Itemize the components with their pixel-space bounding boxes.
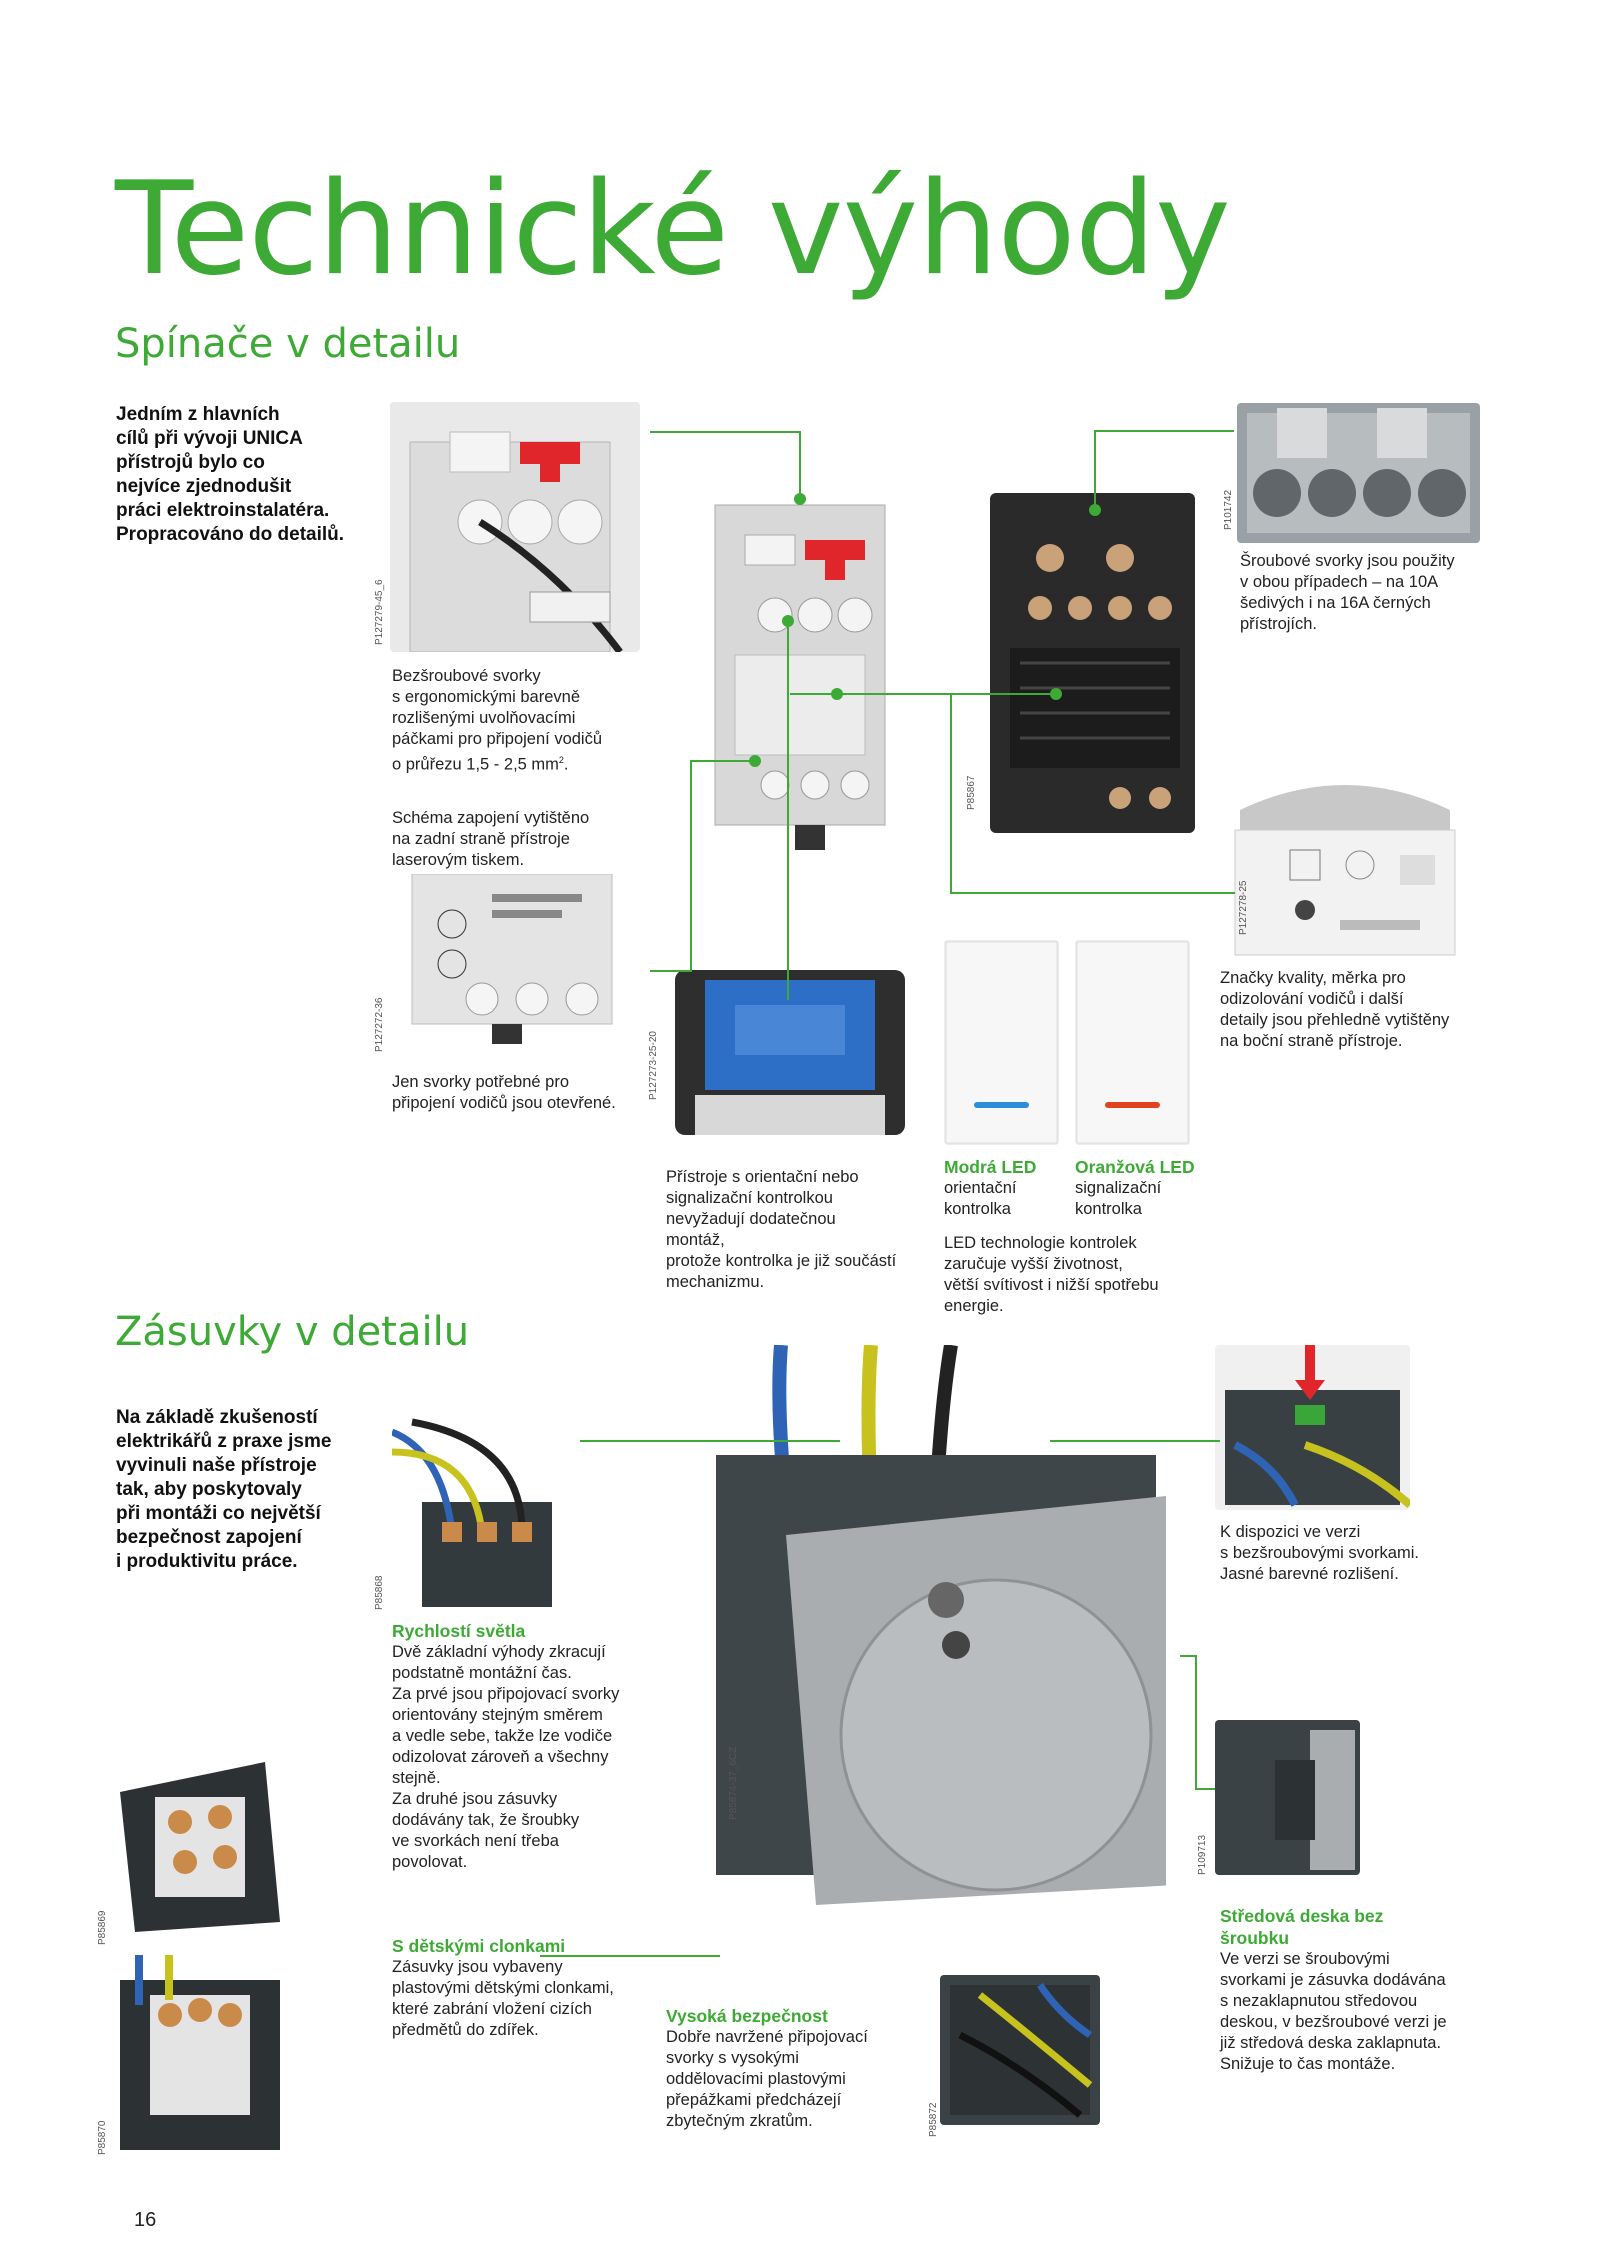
section-heading-sockets: Zásuvky v detailu — [115, 1309, 470, 1355]
photo-code: P85874-37_6CZ — [728, 1746, 739, 1820]
orange-led-caption: Oranžová LED signalizační kontrolka — [1075, 1157, 1195, 1218]
side-markings-photo — [1230, 770, 1460, 960]
photo-code: P127273-25-20 — [648, 1031, 659, 1100]
main-socket-photo — [706, 1345, 1166, 1905]
wiring-schema-photo — [392, 874, 622, 1049]
leader-line — [1195, 1655, 1197, 1790]
socket-terminal-block-photo — [115, 1752, 285, 1937]
blue-led-caption: Modrá LED orientační kontrolka — [944, 1157, 1037, 1218]
orange-led-switch-photo — [1075, 940, 1190, 1145]
screwless-switch-photo — [390, 402, 640, 652]
leader-line — [540, 1955, 720, 1957]
center-plate-photo — [1215, 1720, 1360, 1875]
leader-line — [690, 760, 754, 762]
photo-code: P127272-36 — [374, 997, 385, 1053]
leader-dot — [782, 615, 794, 627]
leader-line — [1180, 1655, 1196, 1657]
wiring-schema-caption: Schéma zapojení vytištěno na zadní stran… — [392, 809, 590, 869]
screwless-socket-photo — [1215, 1345, 1410, 1510]
photo-code: P127278-25 — [1238, 880, 1249, 936]
socket-wires-photo — [392, 1412, 562, 1612]
leader-line — [1195, 1788, 1215, 1790]
page-title: Technické výhody — [115, 155, 1231, 304]
photo-code: P85872 — [928, 2102, 939, 2137]
high-safety-caption: Vysoká bezpečnost Dobře navržené připojo… — [666, 2006, 868, 2130]
page-number: 16 — [134, 2209, 157, 2231]
screwless-terminals-caption: Bezšroubové svorky s ergonomickými barev… — [392, 667, 603, 774]
socket-wired-block-photo — [115, 1955, 285, 2155]
leader-dot — [794, 493, 806, 505]
led-technology-caption: LED technologie kontrolek zaručuje vyšší… — [944, 1234, 1159, 1315]
terminal-partitions-photo — [940, 1975, 1100, 2125]
led-module-photo — [665, 955, 915, 1145]
child-shutters-caption: S dětskými clonkami Zásuvky jsou vybaven… — [392, 1936, 614, 2039]
leader-line — [1050, 1440, 1220, 1442]
blue-led-switch-photo — [944, 940, 1059, 1145]
indicator-caption: Přístroje s orientační nebo signalizační… — [666, 1168, 897, 1291]
photo-code: P109713 — [1197, 1834, 1208, 1875]
leader-line — [1094, 430, 1234, 432]
quality-marks-caption: Značky kvality, měrka pro odizolování vo… — [1220, 969, 1450, 1050]
leader-dot — [1089, 504, 1101, 516]
leader-line — [950, 693, 952, 893]
leader-dot — [749, 755, 761, 767]
leader-line — [790, 693, 1060, 695]
screwless-version-caption: K dispozici ve verzi s bezšroubovými svo… — [1220, 1523, 1419, 1583]
center-plate-caption: Středová deska bez šroubku Ve verzi se š… — [1220, 1906, 1447, 2073]
section-heading-switches: Spínače v detailu — [115, 321, 461, 367]
leader-line — [950, 892, 1235, 894]
grey-switch-mechanism-photo — [705, 485, 905, 855]
leader-line — [799, 431, 801, 501]
photo-code: P85867 — [966, 775, 977, 810]
photo-code: P85870 — [97, 2120, 108, 2155]
speed-caption: Rychlostí světla Dvě základní výhody zkr… — [392, 1621, 620, 1871]
leader-line — [787, 620, 789, 1000]
leader-line — [650, 431, 800, 433]
leader-line — [580, 1440, 840, 1442]
photo-code: P85868 — [374, 1575, 385, 1610]
screw-terminals-caption: Šroubové svorky jsou použity v obou příp… — [1240, 552, 1455, 633]
open-terminals-caption: Jen svorky potřebné pro připojení vodičů… — [392, 1073, 616, 1112]
leader-line — [650, 970, 690, 972]
photo-code: P127279-45_6 — [374, 579, 385, 645]
photo-code: P101742 — [1223, 489, 1234, 530]
switches-intro: Jedním z hlavních cílů při vývoji UNICA … — [116, 404, 345, 545]
leader-line — [690, 760, 692, 972]
leader-dot — [1050, 688, 1062, 700]
sockets-intro: Na základě zkušeností elektrikářů z prax… — [116, 1407, 332, 1572]
screw-terminals-photo — [1237, 403, 1480, 543]
black-switch-mechanism-photo — [980, 488, 1205, 843]
leader-dot — [831, 688, 843, 700]
leader-line — [1094, 430, 1096, 510]
photo-code: P85869 — [97, 1910, 108, 1945]
